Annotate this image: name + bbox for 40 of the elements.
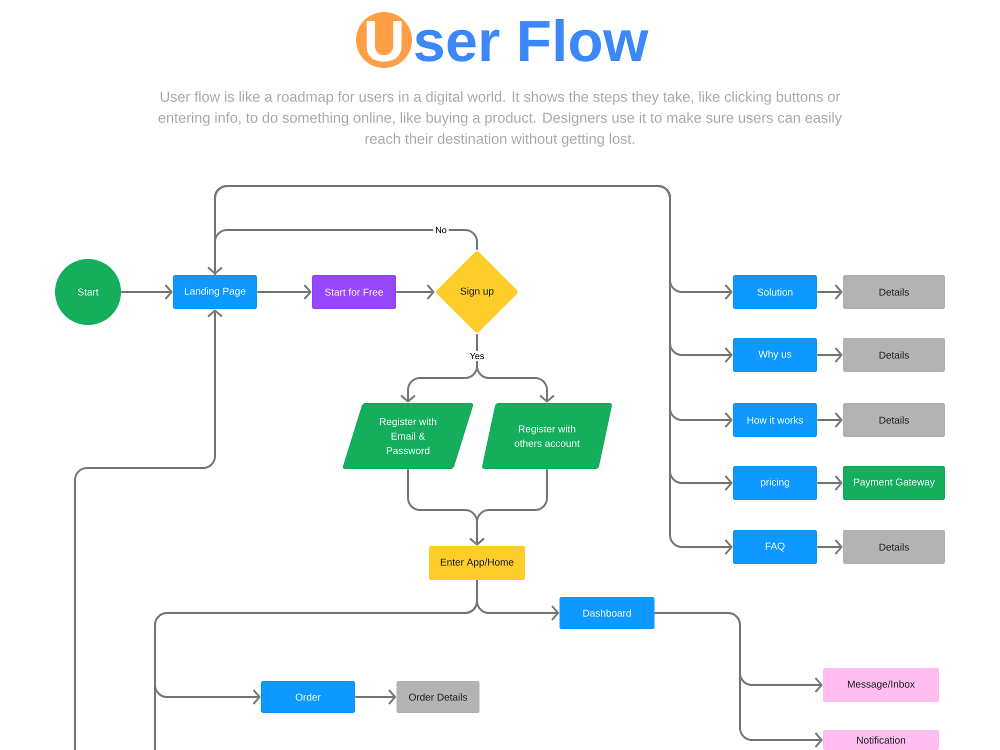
arrow: [476, 334, 555, 403]
input-parallelogram: Register with Email & Password: [342, 403, 474, 469]
arrow: [817, 475, 843, 491]
arrow: [214, 185, 733, 555]
process-box: Start for Free: [312, 275, 396, 309]
arrow: [817, 284, 843, 300]
arrow: [396, 284, 435, 300]
process-box: Why us: [733, 338, 817, 372]
process-box: Enter App/Home: [429, 546, 525, 580]
process-box: FAQ: [733, 530, 817, 564]
process-box: Details: [843, 338, 945, 372]
input-parallelogram: Register with others account: [482, 403, 612, 469]
arrow: [817, 412, 843, 428]
title: User Flow: [356, 12, 648, 68]
process-box: Landing Page: [173, 275, 257, 309]
arrow: [207, 229, 478, 275]
arrow: [817, 539, 843, 555]
process-box: Details: [843, 275, 945, 309]
process-box: How it works: [733, 403, 817, 437]
arrow: [257, 284, 312, 300]
process-box: Payment Gateway: [843, 466, 945, 500]
process-box: Details: [843, 403, 945, 437]
process-box: Solution: [733, 275, 817, 309]
arrow: [469, 469, 548, 546]
edge-label: No: [433, 224, 449, 236]
process-box: Details: [843, 530, 945, 564]
process-box: Order Details: [396, 681, 480, 713]
edge-label: Yes: [468, 350, 486, 362]
process-box: Dashboard: [560, 597, 654, 629]
process-box: Order: [261, 681, 355, 713]
process-box: pricing: [733, 466, 817, 500]
arrow: [654, 612, 823, 748]
process-box: Notification: [823, 730, 940, 750]
arrow: [817, 347, 843, 363]
process-box: Message/Inbox: [823, 668, 940, 702]
arrow: [74, 309, 223, 750]
description: User flow is like a roadmap for users in a digital world. It shows the steps they take, like clicking buttons or entering info, to do something online, like buying a product. Designers use it to make sure users can easily reach their destination without getting lost.: [158, 91, 842, 147]
arrow: [355, 689, 396, 705]
connector-line: [154, 580, 478, 750]
arrow: [121, 284, 173, 300]
